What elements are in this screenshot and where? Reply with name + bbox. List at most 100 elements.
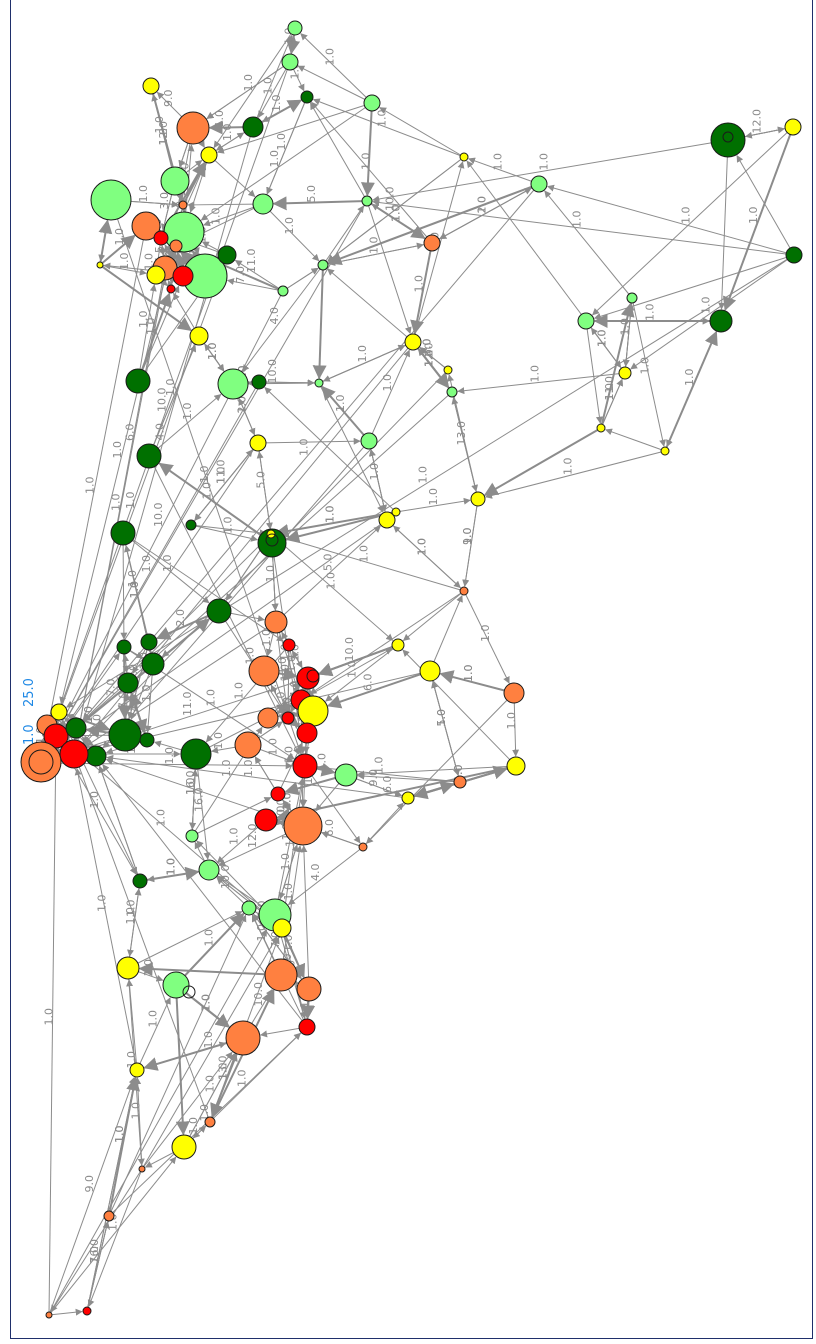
graph-node[interactable]: [180, 738, 212, 770]
graph-node[interactable]: [784, 118, 802, 136]
graph-node[interactable]: [314, 378, 324, 388]
graph-node[interactable]: [252, 193, 274, 215]
graph-node[interactable]: [189, 326, 209, 346]
graph-node[interactable]: [296, 722, 318, 744]
graph-node[interactable]: [96, 261, 104, 269]
graph-node[interactable]: [249, 434, 267, 452]
graph-node[interactable]: [43, 723, 69, 749]
graph-node[interactable]: [618, 366, 632, 380]
graph-node[interactable]: [709, 309, 733, 333]
graph-node[interactable]: [103, 1210, 115, 1222]
graph-node[interactable]: [200, 146, 218, 164]
graph-node[interactable]: [358, 842, 368, 852]
graph-node[interactable]: [65, 717, 87, 739]
graph-node[interactable]: [264, 610, 288, 634]
graph-node[interactable]: [141, 652, 165, 676]
graph-node[interactable]: [257, 707, 279, 729]
graph-node[interactable]: [453, 775, 467, 789]
graph-node[interactable]: [391, 638, 405, 652]
graph-node[interactable]: [660, 446, 670, 456]
graph-node[interactable]: [361, 195, 373, 207]
graph-node[interactable]: [404, 333, 422, 351]
graph-node[interactable]: [251, 374, 267, 390]
graph-node[interactable]: [178, 200, 188, 210]
graph-node[interactable]: [142, 77, 160, 95]
graph-node[interactable]: [287, 20, 303, 36]
graph-node[interactable]: [281, 711, 295, 725]
graph-node[interactable]: [506, 756, 526, 776]
graph-node[interactable]: [577, 312, 595, 330]
graph-node[interactable]: [146, 265, 166, 285]
graph-node[interactable]: [298, 1018, 316, 1036]
graph-node[interactable]: [160, 166, 190, 196]
graph-node[interactable]: [132, 873, 148, 889]
graph-node[interactable]: [82, 1306, 92, 1316]
graph-node[interactable]: [185, 829, 199, 843]
graph-node[interactable]: [169, 239, 183, 253]
graph-node[interactable]: [140, 633, 158, 651]
graph-node[interactable]: [459, 152, 469, 162]
graph-node[interactable]: [283, 806, 323, 846]
graph-node[interactable]: [419, 660, 441, 682]
graph-node[interactable]: [363, 94, 381, 112]
graph-node[interactable]: [172, 265, 194, 287]
graph-node[interactable]: [785, 246, 803, 264]
graph-node[interactable]: [300, 90, 314, 104]
graph-node[interactable]: [225, 1020, 261, 1056]
graph-node[interactable]: [116, 639, 132, 655]
graph-node[interactable]: [272, 918, 292, 938]
graph-node[interactable]: [59, 739, 89, 769]
graph-node[interactable]: [446, 386, 458, 398]
graph-node[interactable]: [171, 1134, 197, 1160]
graph-node[interactable]: [45, 1311, 53, 1319]
graph-node[interactable]: [85, 745, 107, 767]
graph-node[interactable]: [470, 491, 486, 507]
graph-node[interactable]: [108, 718, 142, 752]
graph-node[interactable]: [254, 808, 278, 832]
graph-node[interactable]: [217, 245, 237, 265]
graph-node[interactable]: [292, 753, 318, 779]
graph-node[interactable]: [317, 259, 329, 271]
graph-node[interactable]: [626, 292, 638, 304]
graph-node[interactable]: [117, 672, 139, 694]
graph-node[interactable]: [503, 682, 525, 704]
graph-node[interactable]: [217, 368, 249, 400]
graph-node[interactable]: [296, 976, 322, 1002]
graph-node[interactable]: [530, 175, 548, 193]
graph-node[interactable]: [423, 234, 441, 252]
graph-node[interactable]: [401, 791, 415, 805]
graph-node[interactable]: [139, 732, 155, 748]
graph-node[interactable]: [242, 116, 264, 138]
graph-node[interactable]: [443, 365, 453, 375]
graph-node[interactable]: [110, 520, 136, 546]
graph-node[interactable]: [206, 598, 232, 624]
graph-node[interactable]: [131, 211, 161, 241]
graph-node[interactable]: [297, 695, 329, 727]
graph-node[interactable]: [281, 53, 299, 71]
graph-node[interactable]: [138, 1165, 146, 1173]
graph-node[interactable]: [125, 368, 151, 394]
graph-node[interactable]: [204, 1116, 216, 1128]
graph-node[interactable]: [241, 900, 257, 916]
graph-node[interactable]: [334, 763, 358, 787]
graph-node[interactable]: [185, 519, 197, 531]
graph-node[interactable]: [257, 528, 287, 558]
graph-node[interactable]: [248, 655, 280, 687]
graph-node[interactable]: [282, 638, 296, 652]
graph-node[interactable]: [264, 958, 298, 992]
graph-node[interactable]: [459, 586, 469, 596]
graph-node[interactable]: [166, 284, 176, 294]
graph-node[interactable]: [596, 423, 606, 433]
graph-node[interactable]: [360, 432, 378, 450]
graph-node[interactable]: [198, 859, 220, 881]
graph-node[interactable]: [153, 230, 169, 246]
graph-node[interactable]: [20, 741, 62, 783]
graph-node[interactable]: [378, 511, 396, 529]
graph-node[interactable]: [90, 179, 132, 221]
graph-node[interactable]: [162, 971, 190, 999]
graph-node[interactable]: [234, 731, 262, 759]
graph-node[interactable]: [710, 122, 746, 158]
graph-node[interactable]: [116, 956, 140, 980]
graph-node[interactable]: [176, 111, 210, 145]
graph-node[interactable]: [129, 1062, 145, 1078]
